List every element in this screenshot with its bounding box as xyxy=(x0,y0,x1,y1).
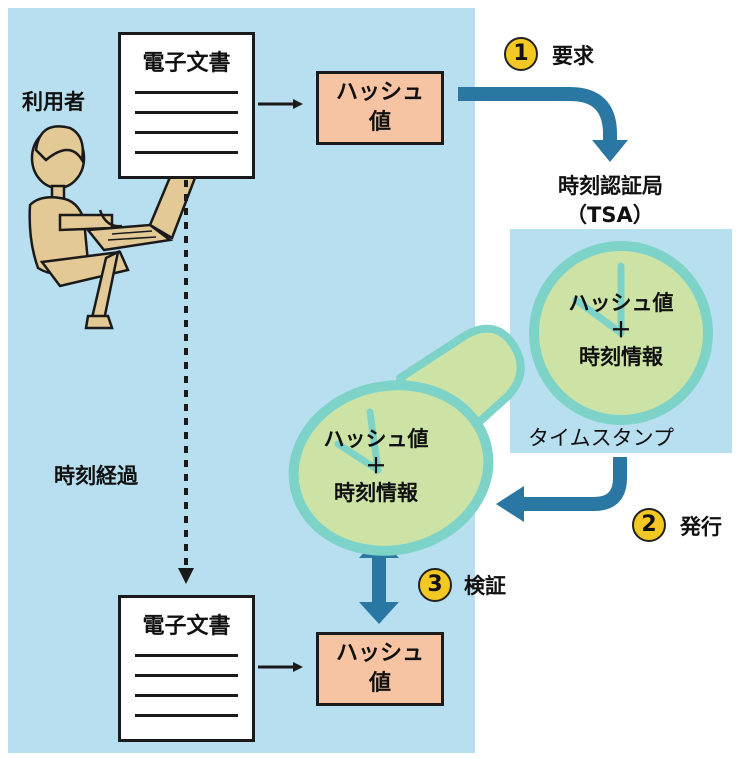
request-arrow xyxy=(458,87,628,162)
step-2-badge: 2 xyxy=(632,508,666,542)
timestamp-hash-text: ハッシュ値 xyxy=(568,291,674,315)
user-figure-icon xyxy=(28,125,130,330)
hash-label-line2: 値 xyxy=(368,671,391,696)
step-2-label: 発行 xyxy=(680,515,722,539)
document-line xyxy=(135,91,238,94)
document-line xyxy=(135,111,238,114)
step-3-label: 検証 xyxy=(464,574,506,598)
document-line xyxy=(135,131,238,134)
stamp-timestamp-content: ハッシュ値 ＋ 時刻情報 xyxy=(296,424,456,508)
timestamp-stamp-icon xyxy=(288,324,525,556)
timestamp-hash-text: ハッシュ値 xyxy=(323,427,429,451)
hash-label-line1: ハッシュ xyxy=(335,80,424,105)
document-title: 電子文書 xyxy=(142,51,231,76)
document-line xyxy=(135,714,238,717)
timestamp-plus-text: ＋ xyxy=(610,318,632,342)
step-1-badge: 1 xyxy=(504,37,538,71)
step-3-badge: 3 xyxy=(418,568,452,602)
issue-arrow xyxy=(496,457,627,522)
document-title: 電子文書 xyxy=(142,614,231,639)
hash-label-line2: 値 xyxy=(368,110,391,135)
tsa-name: 時刻認証局 xyxy=(558,174,663,198)
hash-value-box-top: ハッシュ 値 xyxy=(316,71,444,145)
tsa-timestamp-content: ハッシュ値 ＋ 時刻情報 xyxy=(541,288,701,372)
document-line xyxy=(135,151,238,154)
step-1-label: 要求 xyxy=(552,44,594,68)
hash-value-box-bottom: ハッシュ 値 xyxy=(316,632,444,706)
electronic-document-top: 電子文書 xyxy=(118,32,255,179)
document-line xyxy=(135,654,238,657)
document-line xyxy=(135,674,238,677)
hash-label-line1: ハッシュ xyxy=(335,641,424,666)
electronic-document-bottom: 電子文書 xyxy=(118,595,255,742)
timestamp-caption: タイムスタンプ xyxy=(528,426,674,450)
elapsed-time-label: 時刻経過 xyxy=(54,464,138,488)
user-label: 利用者 xyxy=(22,90,85,114)
timestamp-time-text: 時刻情報 xyxy=(579,345,663,369)
tsa-clock-icon xyxy=(529,241,713,425)
timestamp-plus-text: ＋ xyxy=(365,454,387,478)
tsa-abbr: （TSA） xyxy=(566,203,654,227)
timestamp-time-text: 時刻情報 xyxy=(334,481,418,505)
document-line xyxy=(135,694,238,697)
